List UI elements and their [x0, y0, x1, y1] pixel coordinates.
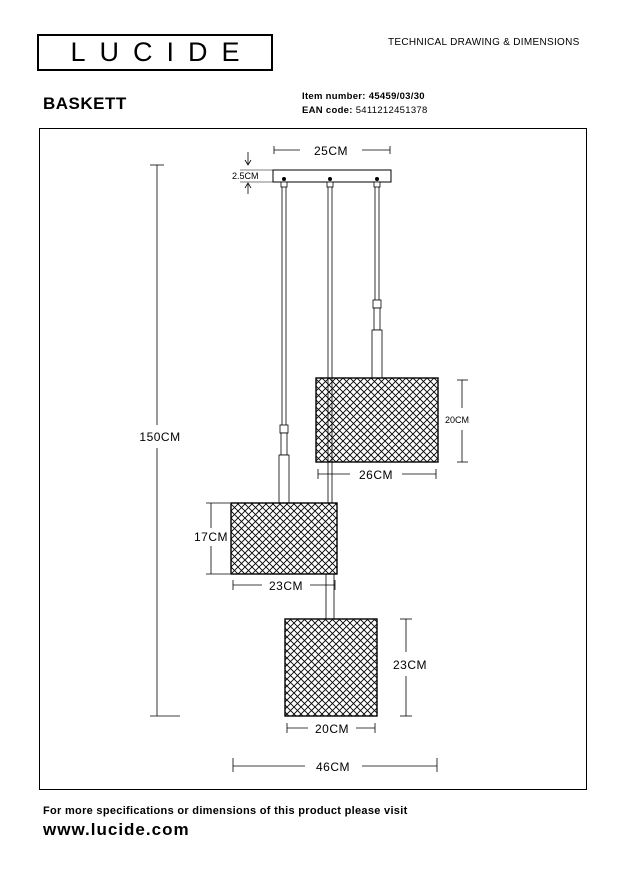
shade-middle — [230, 502, 338, 575]
item-number-row: Item number: 45459/03/30 — [302, 90, 428, 104]
canopy-width-label: 25CM — [314, 144, 348, 158]
item-number-label: Item number: — [302, 91, 366, 102]
ean-value: 5411212451378 — [355, 105, 428, 116]
shade-upper-width-label: 26CM — [359, 468, 393, 482]
document-type: TECHNICAL DRAWING & DIMENSIONS — [388, 37, 580, 48]
canopy-height-label: 2.5CM — [232, 171, 259, 181]
canopy-width-dimension: 25CM — [273, 144, 391, 158]
canopy — [272, 169, 392, 183]
shade-upper-height-label: 20CM — [445, 415, 469, 425]
shade-lower-height-dimension: 23CM — [393, 618, 427, 717]
shade-middle-width-dimension: 23CM — [232, 579, 336, 593]
product-meta: Item number: 45459/03/30 EAN code: 54112… — [302, 90, 428, 118]
total-height-label: 150CM — [139, 430, 180, 444]
item-number-value: 45459/03/30 — [368, 91, 425, 102]
shade-lower-width-label: 20CM — [315, 722, 349, 736]
footer-url-link[interactable]: www.lucide.com — [43, 820, 190, 839]
ean-row: EAN code: 5411212451378 — [302, 104, 428, 118]
lucide-logo: LUCIDE — [37, 34, 273, 71]
canopy-connectors — [280, 177, 381, 188]
shade-upper-height-dimension: 20CM — [445, 379, 469, 463]
shade-lower-height-label: 23CM — [393, 658, 427, 672]
shade-middle-width-label: 23CM — [269, 579, 303, 593]
ean-label: EAN code: — [302, 105, 353, 116]
total-height-dimension: 150CM — [139, 164, 180, 717]
total-width-dimension: 46CM — [232, 758, 438, 774]
shade-lower — [284, 618, 378, 717]
drawing-frame — [39, 128, 587, 790]
shade-middle-height-dimension: 17CM — [194, 502, 230, 575]
logo-text: LUCIDE — [70, 37, 254, 67]
shade-upper — [315, 377, 439, 463]
total-width-label: 46CM — [316, 760, 350, 774]
shade-upper-width-dimension: 26CM — [317, 468, 437, 482]
product-name: BASKETT — [43, 94, 127, 113]
canopy-height-dimension: 2.5CM — [232, 152, 273, 194]
shade-lower-width-dimension: 20CM — [286, 722, 376, 736]
footer-note: For more specifications or dimensions of… — [43, 805, 408, 817]
shade-middle-height-label: 17CM — [194, 530, 228, 544]
